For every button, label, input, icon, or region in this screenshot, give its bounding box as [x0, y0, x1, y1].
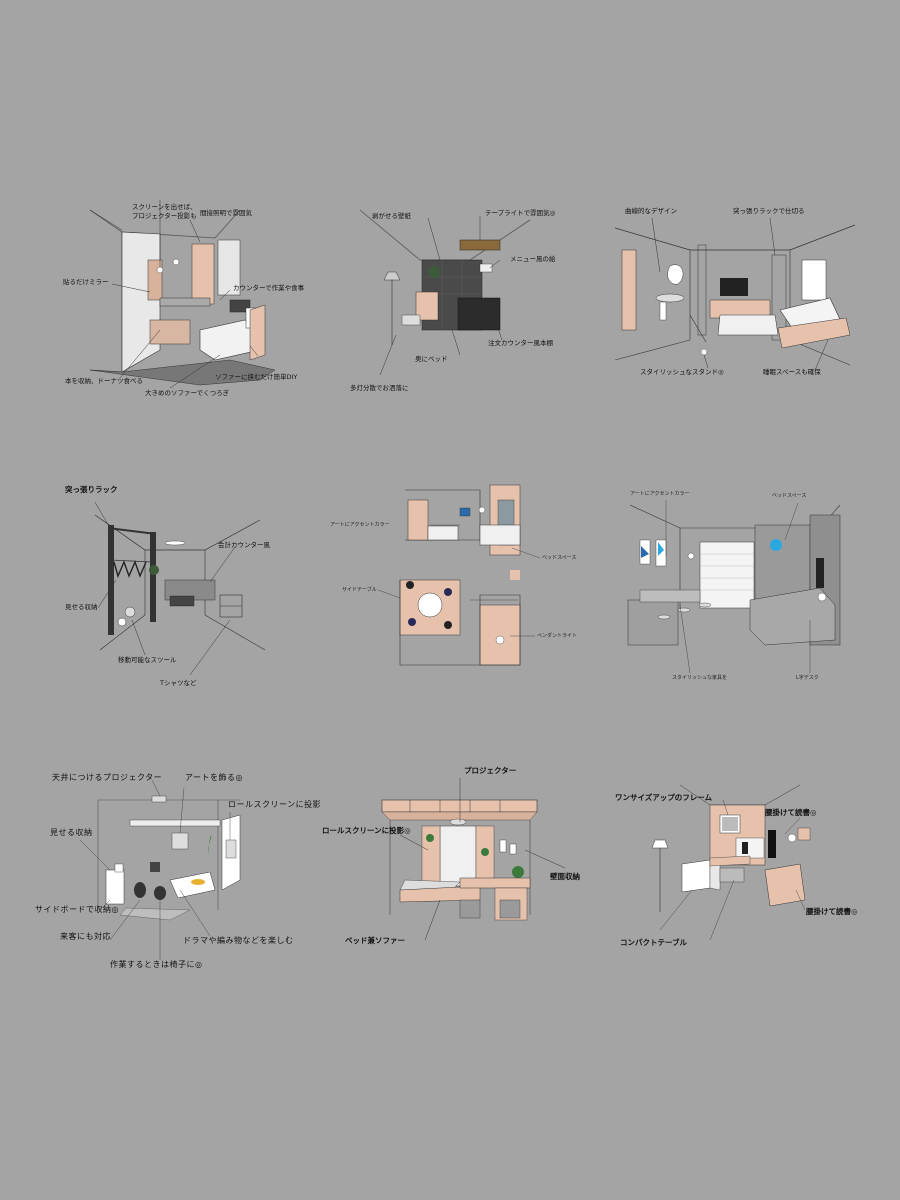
label-tension-rack: 突っ張りラックで仕切る — [733, 207, 805, 215]
label-mirror: 貼るだけミラー — [63, 278, 109, 286]
label-sleep-space: 睡眠スペースも確保 — [763, 368, 821, 376]
room-sketch-1 — [89, 200, 276, 389]
label-register-counter: 会計カウンター風 — [218, 541, 270, 549]
label-tension-rack-2: 突っ張りラック — [65, 485, 118, 494]
label-wallpaper: 剥がせる壁紙 — [372, 212, 411, 220]
room-sketch-2 — [359, 209, 531, 376]
label-multi-light: 多灯分散でお洒落に — [350, 384, 409, 392]
label-screen-1: スクリーンを出せば、 — [132, 203, 197, 211]
label-big-sofa: 大きめのソファーでくつろぎ — [145, 389, 230, 397]
label-curved-design: 曲線的なデザイン — [625, 207, 677, 215]
floorplan-panel-6: アートにアクセントカラー ベッドスペース スタイリッシュな家具を L字デスク — [600, 470, 900, 770]
room-sketch-6 — [627, 500, 841, 674]
label-counter: カウンターで作業や食事 — [233, 284, 305, 292]
label-hobbies: ドラマや編み物などを楽しむ — [183, 936, 294, 945]
label-sofa-diy: ソファーに挟むだけ簡単DIY — [215, 373, 298, 381]
label-accent-art-6: アートにアクセントカラー — [630, 491, 690, 497]
label-art-display: アートを飾る◎ — [185, 773, 243, 782]
label-indirect-light: 間接照明で雰囲気 — [200, 209, 252, 217]
label-show-storage-7: 見せる収納 — [50, 828, 93, 837]
label-guests: 来客にも対応 — [60, 932, 111, 941]
label-wall-storage: 壁面収納 — [550, 872, 580, 881]
floorplan-panel-4: 突っ張りラック 会計カウンター風 見せる収納 移動可能なスツール Tシャツなど — [50, 470, 350, 770]
floorplan-panel-9: ワンサイズアップのフレーム 腰掛けて読書◎ 腰掛けて読書◎ コンパクトテーブル — [600, 760, 900, 1060]
label-pendant-light: ペンダントライト — [537, 633, 578, 639]
label-roll-screen-8: ロールスクリーンに投影◎ — [322, 826, 411, 835]
label-bed-sofa: ベッド兼ソファー — [345, 936, 405, 945]
label-menu-art: メニュー風の絵 — [510, 255, 556, 263]
floorplan-panel-7: 天井につけるプロジェクター アートを飾る◎ ロールスクリーンに投影 見せる収納 … — [35, 760, 350, 1060]
label-bed-space-6: ベッドスペース — [772, 493, 807, 499]
label-bed-space-5: ベッドスペース — [542, 555, 577, 561]
label-order-counter: 注文カウンター風本棚 — [488, 339, 553, 347]
label-stylish-stand: スタイリッシュなスタンド◎ — [640, 368, 724, 376]
label-sideboard: サイドボードで収納◎ — [35, 905, 119, 914]
label-side-table: サイドテーブル — [342, 587, 377, 593]
label-accent-art-5: アートにアクセントカラー — [330, 522, 390, 528]
label-roll-screen-7: ロールスクリーンに投影 — [228, 800, 322, 809]
room-sketch-7 — [79, 779, 241, 960]
label-tshirts: Tシャツなど — [160, 679, 197, 687]
label-books: 本を収納、ドーナツ食べる — [65, 377, 143, 385]
label-ceiling-projector: 天井につけるプロジェクター — [52, 773, 163, 782]
label-tape-light: テープライトで雰囲気◎ — [485, 209, 556, 217]
label-chair-work: 作業するときは椅子に◎ — [110, 960, 203, 969]
label-frame: ワンサイズアップのフレーム — [615, 793, 713, 802]
label-show-storage: 見せる収納 — [65, 603, 98, 611]
room-sketch-5 — [377, 484, 541, 666]
label-screen-2: プロジェクター投影も — [132, 212, 197, 220]
label-movable-stool: 移動可能なスツール — [118, 656, 177, 664]
label-stylish-furniture: スタイリッシュな家具を — [672, 675, 728, 681]
floorplan-panel-5: アートにアクセントカラー ベッドスペース サイドテーブル ペンダントライト — [330, 470, 630, 770]
room-sketch-9 — [651, 784, 811, 941]
label-compact-table: コンパクトテーブル — [620, 938, 688, 947]
floorplan-panel-1: スクリーンを出せば、 プロジェクター投影も 間接照明で雰囲気 貼るだけミラー カ… — [50, 180, 350, 480]
room-sketch-4 — [94, 501, 266, 676]
label-projector-8: プロジェクター — [464, 766, 517, 775]
room-sketch-3 — [614, 217, 856, 371]
floorplan-panel-2: 剥がせる壁紙 テープライトで雰囲気◎ メニュー風の絵 注文カウンター風本棚 奥に… — [330, 180, 630, 480]
floorplan-panel-3: 曲線的なデザイン 突っ張りラックで仕切る スタイリッシュなスタンド◎ 睡眠スペー… — [600, 180, 900, 480]
floorplan-panel-8: プロジェクター ロールスクリーンに投影◎ 壁面収納 ベッド兼ソファー — [322, 760, 630, 1060]
label-l-desk: L字デスク — [796, 675, 819, 681]
room-sketch-8 — [381, 778, 566, 941]
label-reading-1: 腰掛けて読書◎ — [765, 808, 817, 817]
label-reading-2: 腰掛けて読書◎ — [806, 907, 858, 916]
label-bed-back: 奥にベッド — [415, 355, 448, 363]
